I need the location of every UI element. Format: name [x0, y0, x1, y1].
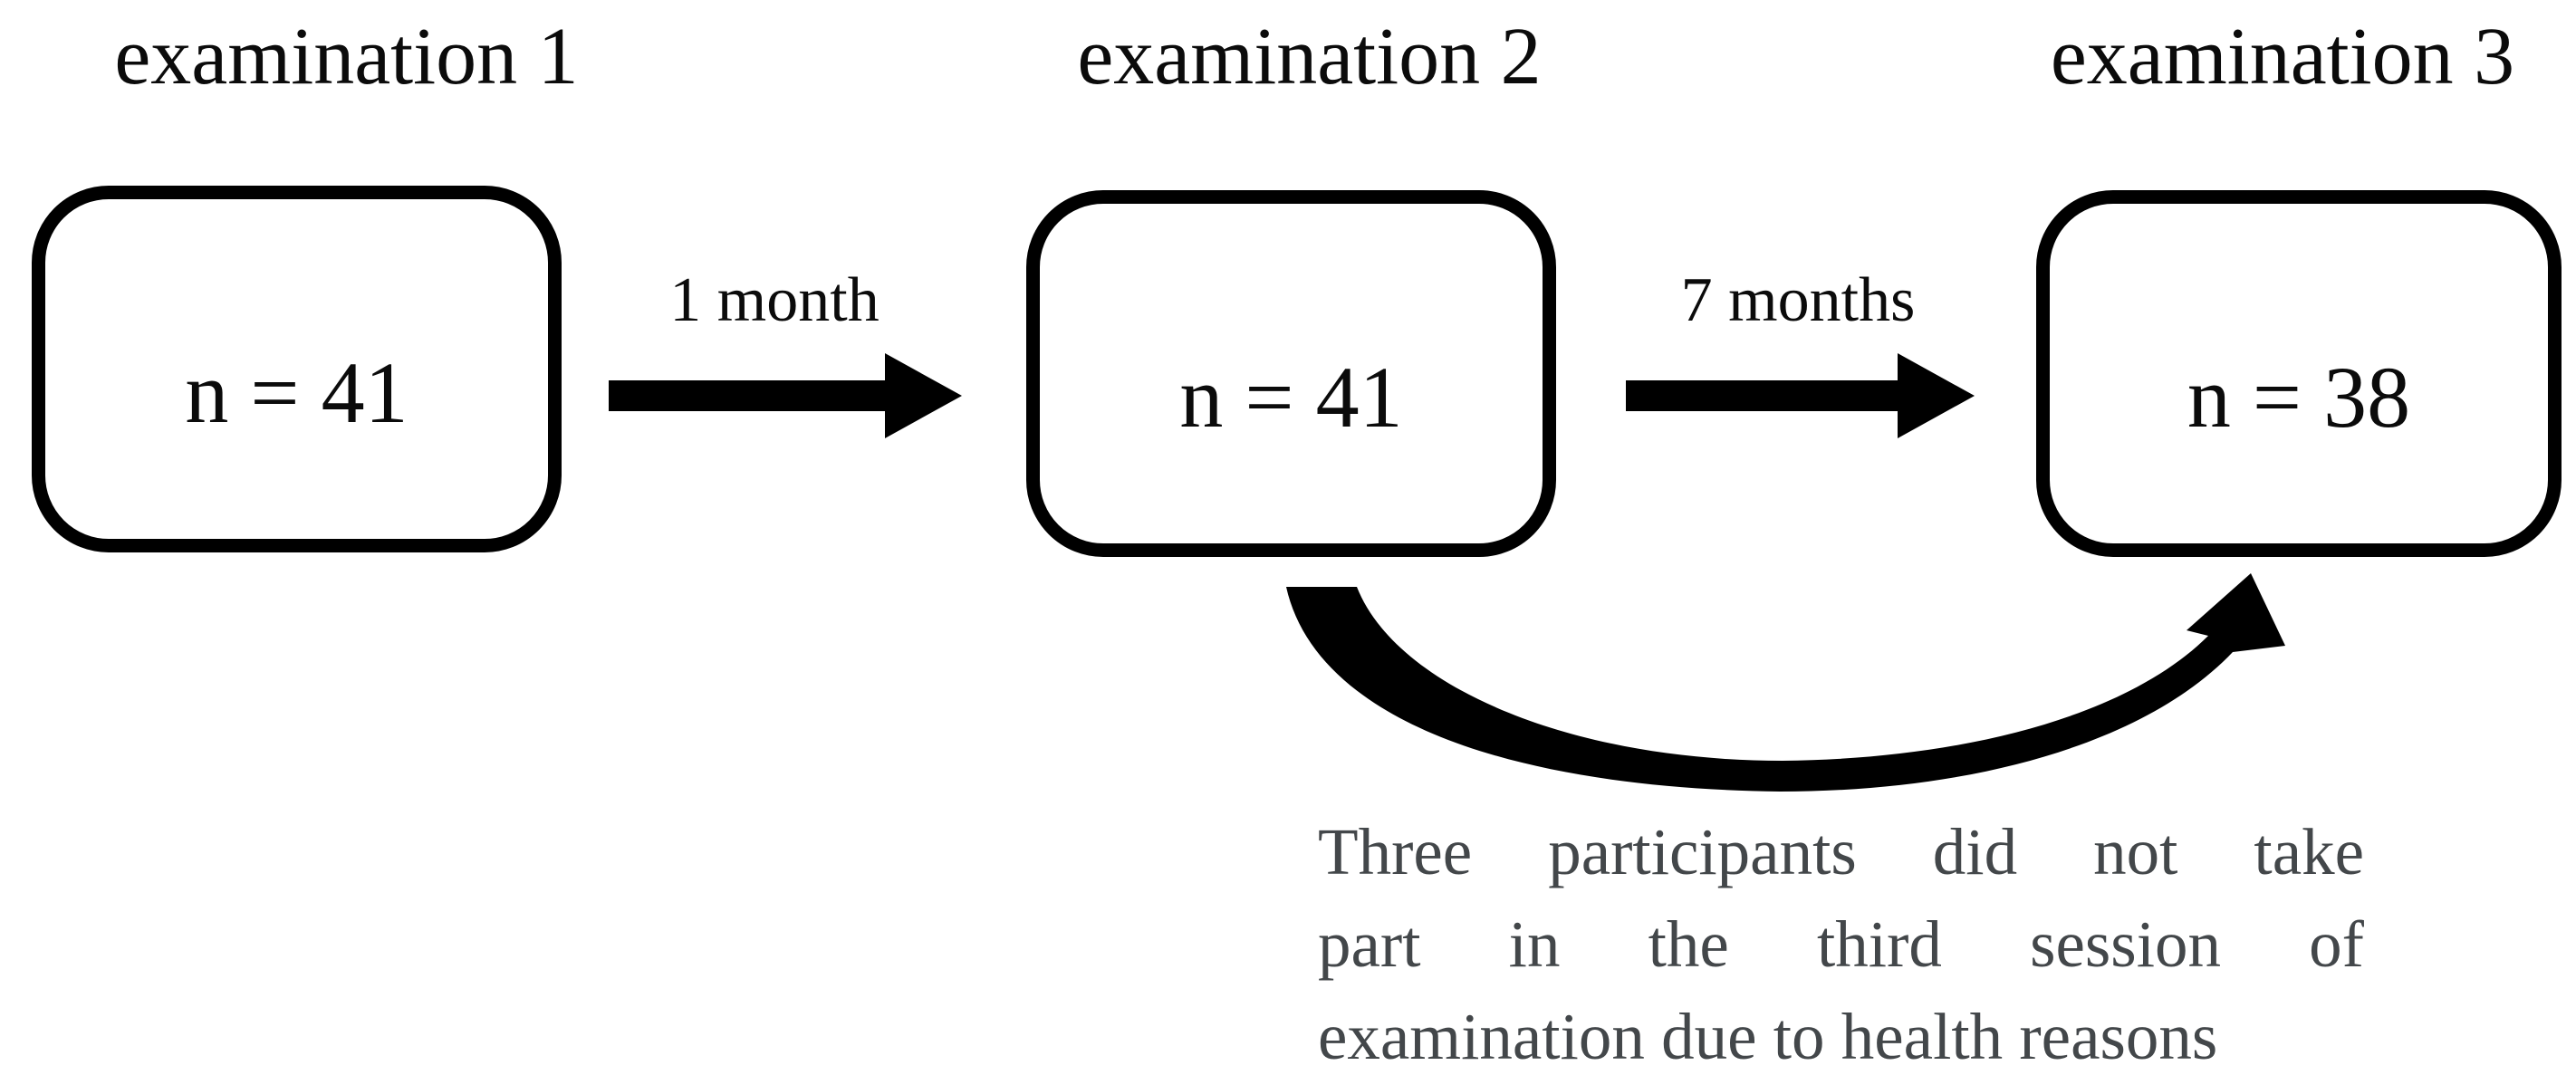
stage-title-examination-1: examination 1: [114, 12, 579, 101]
stage-box-examination-2: n = 41: [1026, 190, 1556, 557]
participant-count-1: n = 41: [185, 343, 409, 441]
dropout-note-line-2: part in the third session of: [1318, 907, 2364, 981]
arrow-exam2-to-exam3: [1626, 353, 1975, 438]
interval-label-7-months: 7 months: [1680, 265, 1916, 335]
curved-arrow-exam2-to-exam3: [1286, 573, 2285, 792]
stage-box-examination-1: n = 41: [32, 186, 562, 552]
interval-label-1-month: 1 month: [669, 265, 879, 335]
stage-box-examination-3: n = 38: [2036, 190, 2562, 557]
participant-count-2: n = 41: [1179, 348, 1403, 446]
dropout-note-line-3: examination due to health reasons: [1318, 1000, 2218, 1073]
arrow-exam1-to-exam2: [609, 353, 962, 438]
stage-title-examination-3: examination 3: [2050, 12, 2515, 101]
dropout-note: Three participants did not take part in …: [1318, 806, 2364, 1075]
dropout-note-line-1: Three participants did not take: [1318, 815, 2364, 888]
participant-count-3: n = 38: [2187, 348, 2411, 446]
stage-title-examination-2: examination 2: [1077, 12, 1542, 101]
